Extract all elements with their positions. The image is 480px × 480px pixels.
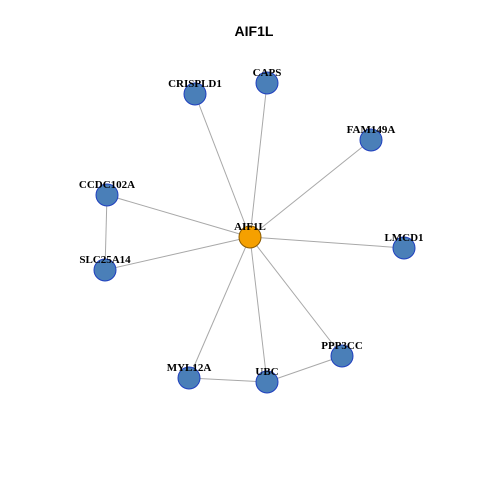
nodes-layer: AIF1L CRISPLD1 CAPS FAM149A CCDC102A LMCD1SLC… xyxy=(79,67,424,394)
node-lmcd1[interactable]: LMCD1 xyxy=(384,232,424,260)
node-aif1l[interactable]: AIF1L xyxy=(234,221,266,249)
diagram-title: AIF1L xyxy=(235,23,274,39)
node-circle xyxy=(255,71,279,95)
node-label: FAM149A xyxy=(347,124,396,136)
node-label: CRISPLD1 xyxy=(168,78,222,90)
edge-aif1l-lmcd1 xyxy=(249,236,405,249)
node-ccdc102a[interactable]: CCDC102A xyxy=(79,179,135,207)
edge-aif1l-slc25a14 xyxy=(104,236,251,271)
edge-aif1l-caps xyxy=(249,82,268,238)
node-circle xyxy=(183,82,207,106)
node-fam149a[interactable]: FAM149A xyxy=(347,124,396,152)
edge-aif1l-crispld1 xyxy=(194,93,251,238)
node-label: SLC25A14 xyxy=(79,254,131,266)
node-circle xyxy=(359,128,383,152)
node-crispld1[interactable]: CRISPLD1 xyxy=(168,78,222,106)
edges-layer xyxy=(104,82,405,383)
node-label: CAPS xyxy=(253,67,282,79)
node-label: MYL12A xyxy=(167,362,212,374)
node-label: CCDC102A xyxy=(79,179,135,191)
node-circle xyxy=(255,370,279,394)
node-label: PPP3CC xyxy=(321,340,363,352)
edge-ccdc102a-slc25a14 xyxy=(104,194,108,271)
node-slc25a14[interactable]: SLC25A14 xyxy=(79,254,131,282)
node-circle xyxy=(392,236,416,260)
node-myl12a[interactable]: MYL12A xyxy=(167,362,212,390)
edge-ubc-ppp3cc xyxy=(266,355,343,383)
edge-aif1l-ppp3cc xyxy=(249,236,343,357)
node-circle xyxy=(330,344,354,368)
node-circle xyxy=(177,366,201,390)
node-ppp3cc[interactable]: PPP3CC xyxy=(321,340,363,368)
edge-aif1l-myl12a xyxy=(188,236,251,379)
node-circle xyxy=(238,225,262,249)
node-ubc[interactable]: UBC xyxy=(255,366,279,394)
edge-myl12a-ubc xyxy=(188,377,268,383)
node-label: LMCD1 xyxy=(384,232,423,244)
node-label: AIF1L xyxy=(234,221,266,233)
edge-aif1l-ubc xyxy=(249,236,268,383)
edge-aif1l-fam149a xyxy=(249,139,372,238)
node-circle xyxy=(95,183,119,207)
edge-aif1l-ccdc102a xyxy=(106,194,251,238)
node-circle xyxy=(93,258,117,282)
node-caps[interactable]: CAPS xyxy=(253,67,282,95)
node-label: UBC xyxy=(255,366,278,378)
